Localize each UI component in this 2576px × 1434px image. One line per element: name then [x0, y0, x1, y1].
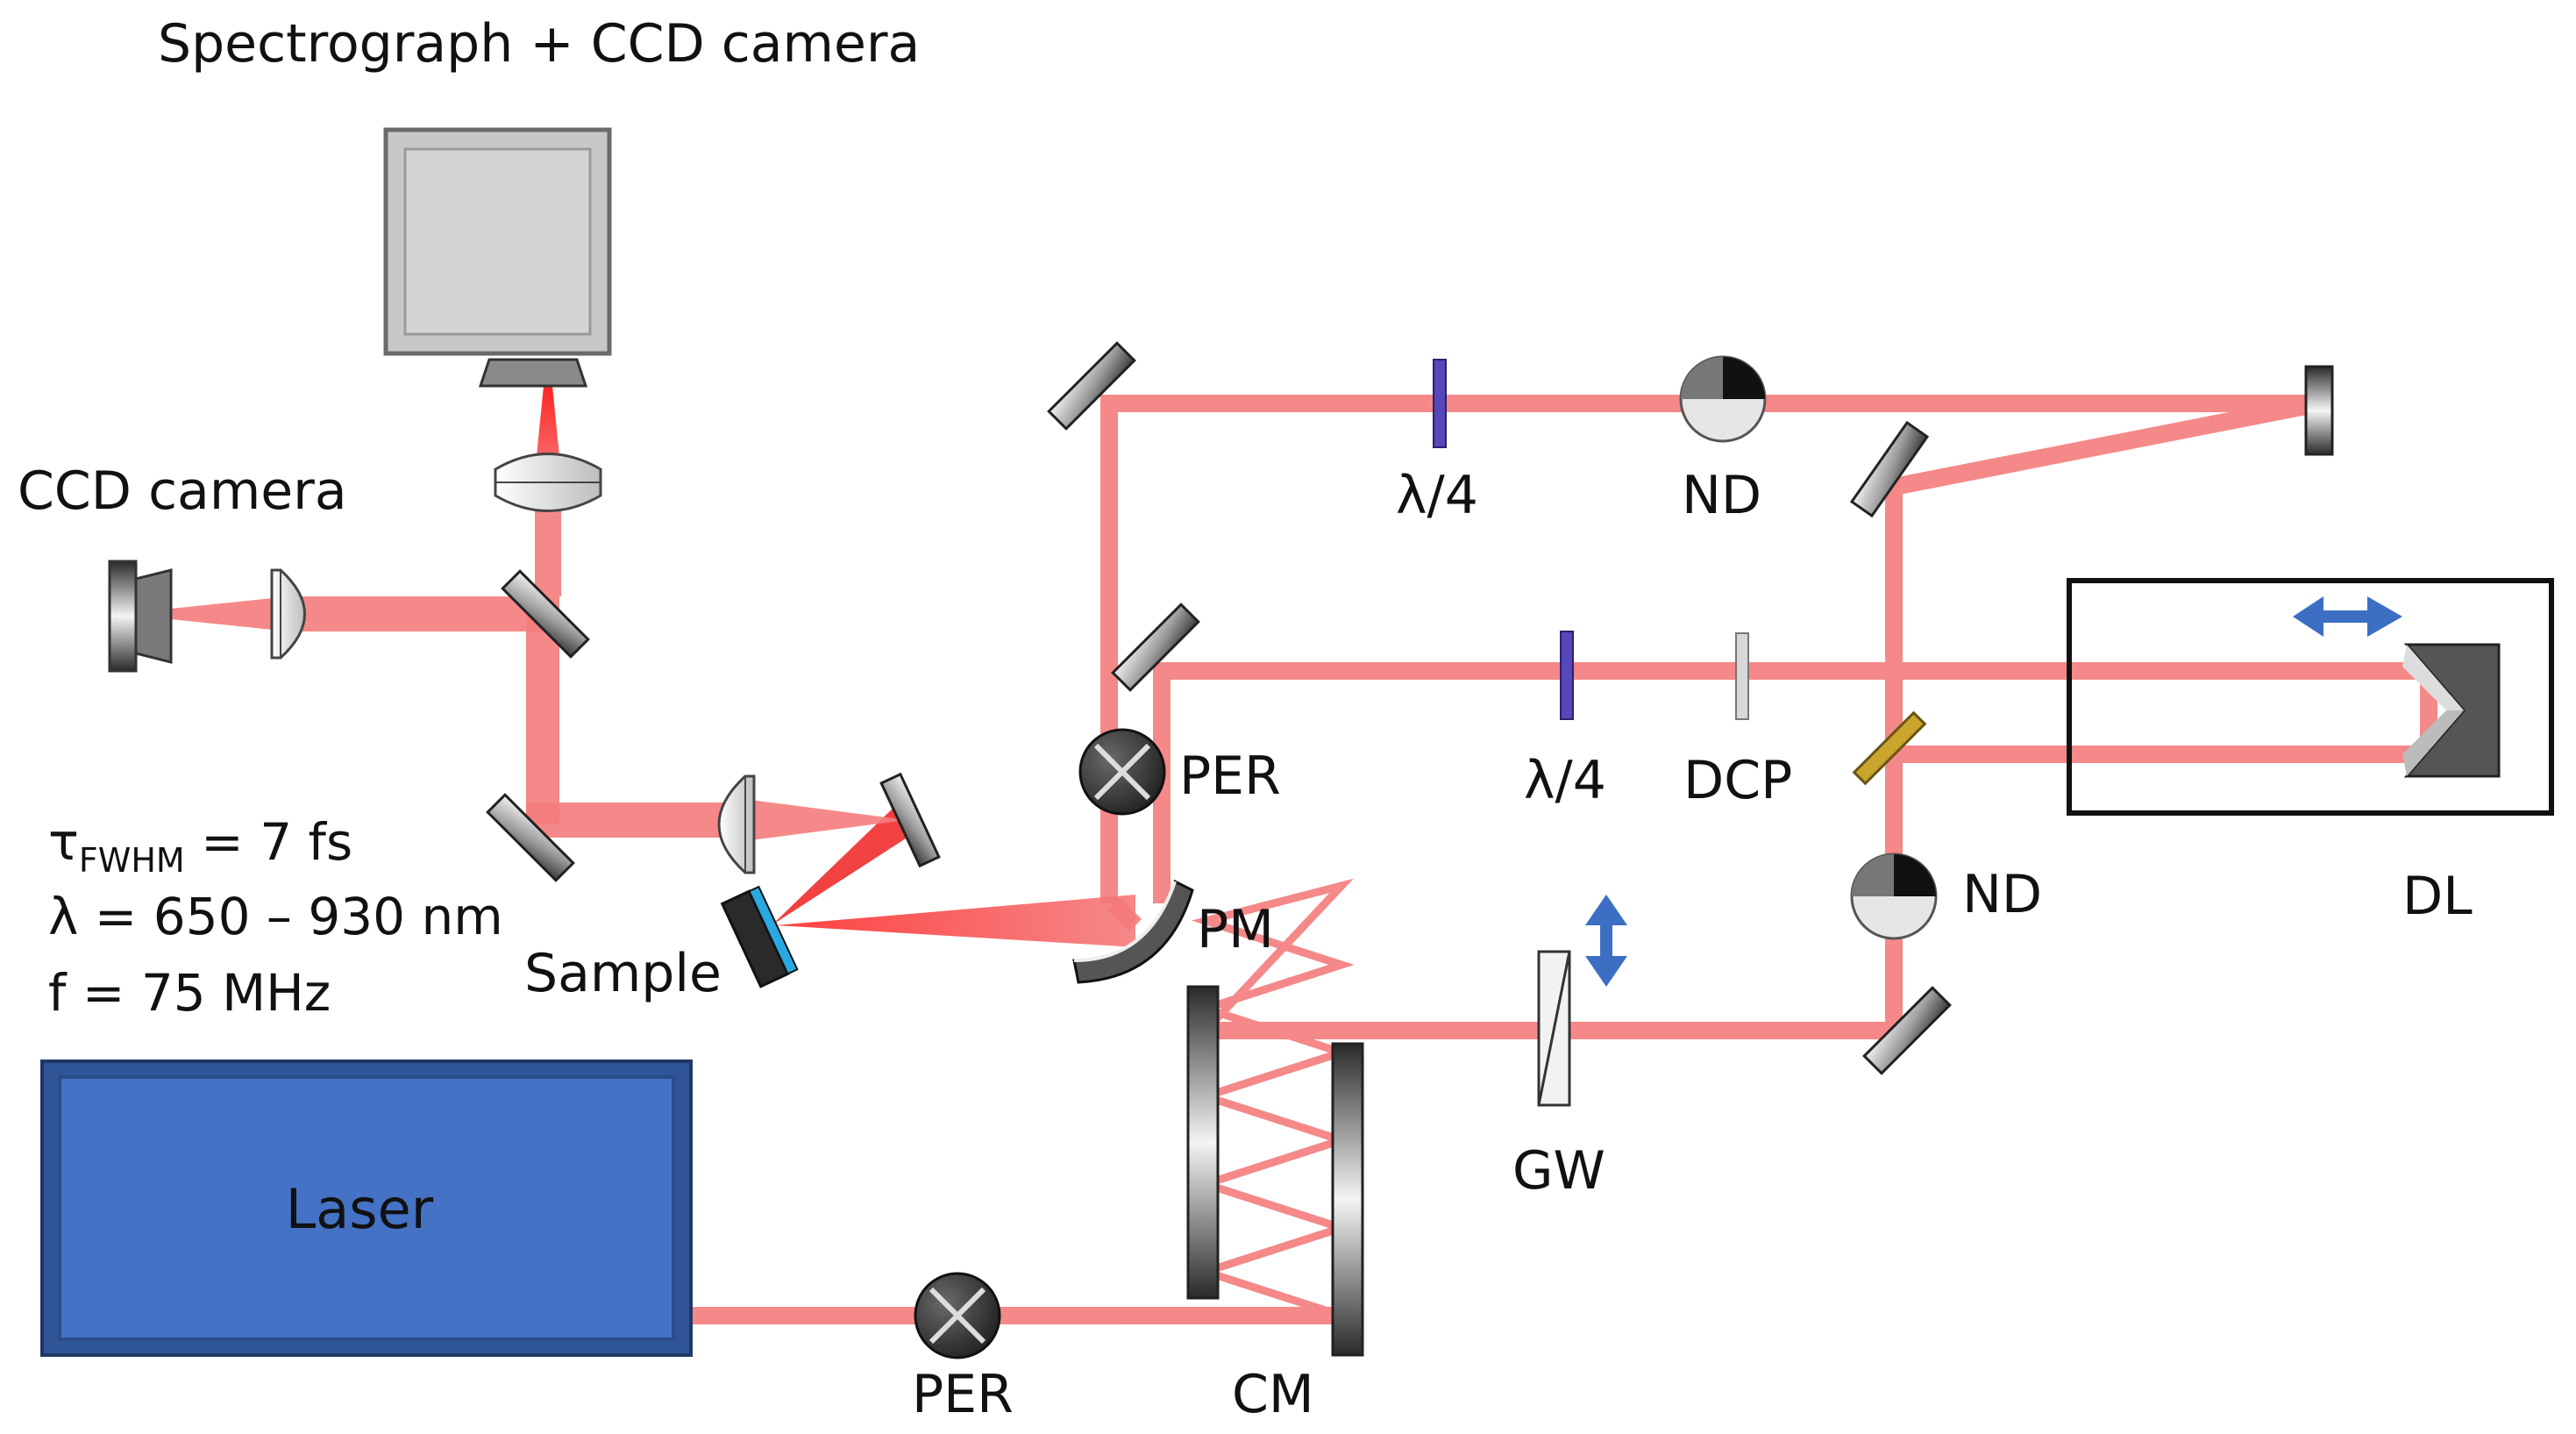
beam-sample-to-mirror [772, 807, 921, 925]
pulse-duration: τFWHM = 7 fs [48, 812, 352, 880]
nd-filter-icon [1850, 853, 1938, 940]
nd-filter-icon [1679, 355, 1767, 443]
spectrograph-face [403, 147, 592, 336]
beam-focus-to-sample [776, 895, 1135, 947]
dcp-plate [1735, 632, 1749, 720]
laser-parameters: τFWHM = 7 fs λ = 650 – 930 nm f = 75 MHz [48, 812, 503, 1023]
per-bottom-label: PER [912, 1364, 1014, 1425]
laser-label: Laser [286, 1177, 434, 1241]
flat-mirror-icon [1849, 420, 1930, 518]
beam-ccd-focus [162, 596, 289, 631]
end-mirror-top [2304, 365, 2334, 456]
gw-label: GW [1512, 1140, 1605, 1202]
periscope-icon [914, 1272, 1001, 1359]
flat-mirror-icon [879, 772, 941, 868]
dcp-label: DCP [1683, 750, 1792, 811]
pm-label: PM [1197, 899, 1274, 960]
dl-label: DL [2402, 866, 2473, 927]
flat-mirror-icon [1111, 603, 1200, 692]
flat-mirror-icon [1862, 986, 1952, 1075]
nd-mid-label: ND [1962, 864, 2042, 925]
ccd-camera-label: CCD camera [18, 460, 347, 522]
beam-mirror-to-lens [737, 798, 907, 842]
spectrograph-slit [478, 358, 588, 388]
glass-wedge [1537, 950, 1571, 1107]
flat-mirror-icon [486, 793, 575, 882]
dichroic-splitter [1852, 710, 1927, 786]
spectrograph-label: Spectrograph + CCD camera [158, 13, 920, 75]
beam-to-ccd-lens [289, 596, 544, 631]
ccd-camera [108, 560, 173, 673]
laser [40, 1059, 693, 1357]
lens-icon [494, 453, 602, 512]
repetition-rate: f = 75 MHz [48, 963, 331, 1023]
double-arrow-icon [1585, 895, 1627, 987]
chirped-mirror-right [1331, 1042, 1364, 1357]
cm-label: CM [1232, 1364, 1314, 1425]
qwp-mid-label: λ/4 [1524, 750, 1606, 811]
per-top-label: PER [1179, 746, 1281, 807]
qwp-top-label: λ/4 [1396, 465, 1478, 526]
sample [720, 885, 799, 988]
flat-mirror-icon [1047, 341, 1136, 431]
nd-top-label: ND [1682, 465, 1761, 526]
lens-icon [270, 568, 306, 660]
qwp-mid [1560, 631, 1574, 720]
beam-lens-to-corner [526, 803, 737, 838]
double-arrow-icon [2293, 596, 2402, 637]
spectrograph [383, 127, 612, 388]
chirped-mirror-left [1186, 985, 1220, 1300]
wavelength-range: λ = 650 – 930 nm [48, 887, 503, 946]
beam-delay-in [1153, 662, 2437, 903]
retroreflector [2402, 643, 2501, 778]
delay-line-enclosure [2067, 578, 2554, 816]
lens-icon [717, 774, 756, 874]
flat-mirror-icon [501, 569, 590, 659]
parabolic-mirror [1072, 879, 1194, 984]
periscope-icon [1078, 728, 1166, 816]
sample-label: Sample [524, 943, 722, 1004]
beam-chirped-mirror-zigzag [1191, 878, 1355, 1320]
qwp-top [1433, 359, 1447, 448]
